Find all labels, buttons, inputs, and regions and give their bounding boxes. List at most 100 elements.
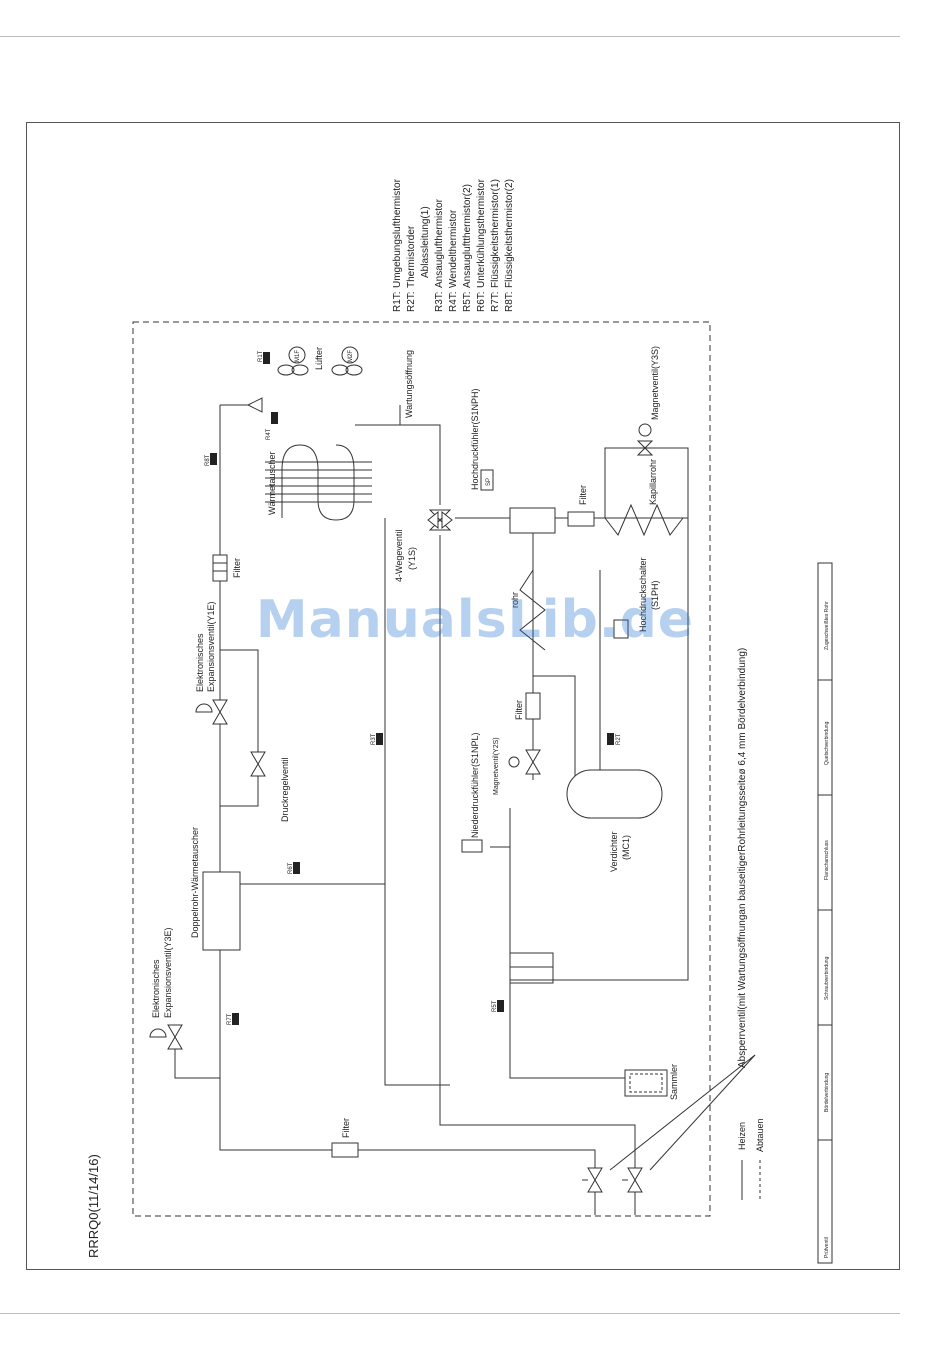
label-filter-liquid: Filter — [341, 1118, 351, 1138]
fan-m2 — [331, 346, 363, 376]
legend-code-6: R6T: — [476, 291, 487, 312]
liquid-branch-y1e — [220, 649, 259, 807]
label-r4t: R4T — [266, 428, 272, 440]
suction-header — [509, 808, 625, 1079]
label-fan-m1: M1F — [295, 350, 301, 362]
label-r8t: R8T — [205, 454, 211, 466]
model-label: RRRQ0(11/14/16) — [86, 1154, 101, 1258]
legend-text-3: Ansauglufthermistor — [434, 198, 445, 288]
thermistor-blocks — [210, 352, 614, 1025]
label-low-pressure-sensor: Niederdruckfühler(S1NPL) — [470, 732, 480, 838]
y2s-line — [533, 675, 576, 790]
label-r3t: R3T — [371, 733, 377, 745]
legend-text-1: Thermistorder — [406, 225, 417, 288]
label-r1t: R1T — [258, 350, 264, 362]
label-four-way: 4-Wegeventil — [394, 530, 404, 582]
symbol-label-5: Zugeschweißtes Rohr — [824, 601, 830, 650]
high-pressure-switch-box — [613, 619, 629, 639]
compressor-return — [510, 518, 689, 981]
fan-m1 — [277, 346, 309, 376]
label-filter-y2s: Filter — [514, 700, 524, 720]
distributor — [246, 397, 263, 413]
legend-code-5: R5T: — [462, 291, 473, 312]
legend-code-0: R1T: — [392, 291, 403, 312]
filter-y2s — [525, 692, 541, 720]
oil-return-pipe — [519, 569, 546, 651]
label-capillary: Kapillarrohr — [648, 459, 658, 505]
legend-text-4: Wendelthermistor — [448, 209, 459, 288]
legend-code-3: R3T: — [434, 291, 445, 312]
label-compressor-1: Verdichter — [609, 831, 619, 872]
oil-separator — [509, 507, 556, 534]
magnet-valve-y2s — [508, 749, 541, 775]
double-pipe-hx — [202, 871, 241, 951]
label-filter-top: Filter — [232, 558, 242, 578]
label-sp: SP — [486, 478, 492, 486]
label-hp-switch-1: Hochdruckschalter — [638, 557, 648, 632]
symbol-label-1: Bördelverbindung — [824, 1073, 830, 1112]
label-defrost: Abtauen — [755, 1118, 765, 1152]
liquid-line — [219, 405, 596, 1168]
stop-valve-2 — [622, 1167, 643, 1215]
symbol-label-2: Schraubverbindung — [824, 956, 830, 1000]
filter-top — [212, 554, 228, 582]
legend-code-4: R4T: — [448, 291, 459, 312]
label-double-pipe-hx: Doppelrohr-Wärmetauscher — [190, 827, 200, 938]
filter-mesh — [213, 562, 227, 572]
bottom-rule — [0, 1313, 900, 1314]
label-high-pressure-sensor: Hochdruckfühler(S1NPH) — [470, 388, 480, 490]
separator-to-filter — [555, 447, 689, 519]
top-rule — [0, 36, 900, 37]
symbol-legend-box — [817, 562, 833, 1264]
symbol-label-0: Prüfventil — [824, 1237, 830, 1258]
label-hp-switch-2: (S1PH) — [650, 580, 660, 610]
label-magnet-y2s: Magnetventil(Y2S) — [493, 737, 500, 795]
four-way-to-hx — [384, 518, 450, 1086]
label-compressor-2: (MC1) — [621, 835, 631, 860]
legend-text-2: Ablassleitung(1) — [420, 206, 431, 278]
filter-discharge — [567, 511, 595, 527]
label-r2t: R2T — [616, 733, 622, 745]
capillary-zigzag — [604, 503, 684, 537]
thermistor-legend: R1T: Umgebungslufthermistor R2T: Thermis… — [392, 178, 515, 312]
label-exp-y3e-2: Expansionsventil(Y3E) — [163, 927, 173, 1018]
heat-exchanger-fins — [265, 461, 372, 503]
legend-text-6: Unterkühlungsthermistor — [476, 178, 487, 288]
heat-exchanger-coil — [281, 444, 355, 521]
watermark: ManualsLib.de — [255, 590, 695, 650]
suction-header-2 — [510, 952, 554, 984]
label-heating: Heizen — [737, 1122, 747, 1150]
compressor-body — [566, 769, 663, 819]
label-exp-y1e-2: Expansionsventil(Y1E) — [206, 601, 216, 692]
magnet-valve-y3s — [636, 423, 654, 456]
exp-valve-y1e — [195, 699, 228, 725]
stop-valve-callout-2 — [609, 1054, 756, 1171]
legend-text-5: Ansaugluftthermistor(2) — [462, 184, 473, 288]
label-r7t: R7T — [227, 1013, 233, 1025]
legend-code-7: R7T: — [490, 291, 501, 312]
high-pressure-sensor-box — [480, 469, 494, 491]
label-r5t: R5T — [492, 1000, 498, 1012]
label-r6t: R6T — [288, 862, 294, 874]
four-way-valve-symbol — [427, 509, 453, 531]
symbol-label-3: Flanschanschluss — [824, 840, 830, 880]
gas-line — [355, 424, 441, 505]
label-accumulator: Sammler — [669, 1064, 679, 1100]
label-filter-discharge: Filter — [578, 485, 588, 505]
exp-valve-y3e — [149, 1024, 183, 1050]
legend-code-1: R2T: — [406, 291, 417, 312]
legend-text-0: Umgebungslufthermistor — [392, 178, 403, 288]
label-four-way-code: (Y1S) — [407, 547, 417, 570]
suction-to-stop — [439, 535, 636, 1168]
label-fan: Lüfter — [314, 347, 324, 370]
label-exp-y1e-1: Elektronisches — [195, 633, 205, 692]
y3e-line — [174, 1030, 220, 1079]
low-pressure-sensor-box — [461, 839, 483, 853]
unit-boundary — [132, 321, 711, 1217]
diagram-frame — [26, 122, 900, 1270]
legend-text-8: Flüssigkeitsthermistor(2) — [504, 179, 515, 288]
label-pipe-partial: rohr — [510, 592, 520, 608]
label-fan-m2: M2F — [348, 350, 354, 362]
legend-text-7: Flüssigkeitsthermistor(1) — [490, 179, 501, 288]
